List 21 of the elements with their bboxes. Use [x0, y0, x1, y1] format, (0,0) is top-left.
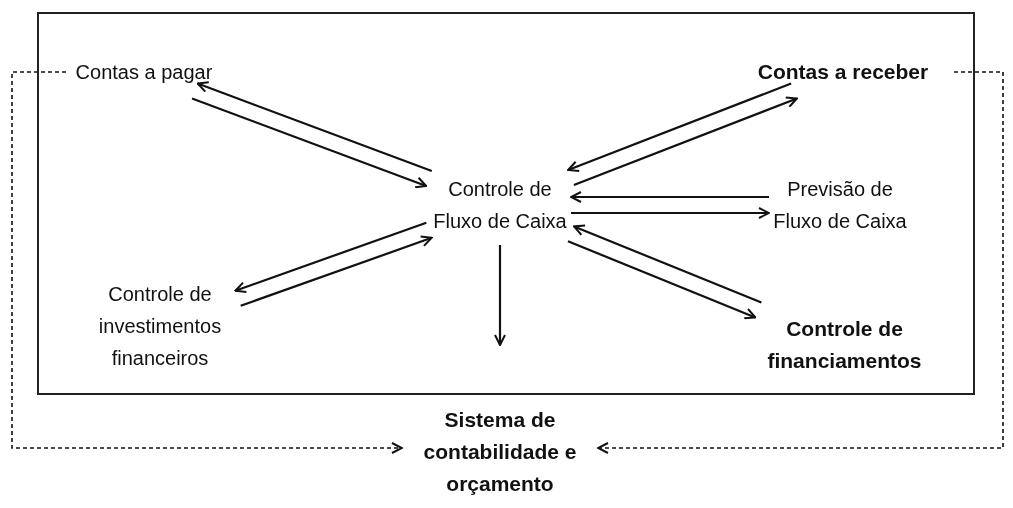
- arrow: [567, 240, 757, 320]
- arrow: [571, 207, 770, 219]
- node-label: Controle de financiamentos: [737, 313, 952, 377]
- node-label: Controle de investimentos financeiros: [85, 278, 235, 374]
- node-label: Contas a receber: [736, 56, 950, 88]
- dashed-arrow: [597, 71, 1004, 454]
- arrow: [573, 96, 798, 186]
- node-label: Controle de Fluxo de Caixa: [432, 173, 568, 237]
- arrow: [234, 221, 427, 294]
- arrow: [240, 235, 433, 307]
- frame-box: [37, 12, 975, 395]
- arrow: [494, 245, 506, 346]
- node-label: Contas a pagar: [70, 56, 218, 88]
- arrow: [573, 224, 762, 304]
- node-label: Sistema de contabilidade e orçamento: [405, 404, 595, 500]
- arrow: [570, 191, 769, 203]
- arrow: [191, 97, 428, 189]
- dashed-arrow: [11, 71, 403, 454]
- arrow: [196, 81, 433, 172]
- arrow: [567, 82, 792, 173]
- node-label: Previsão de Fluxo de Caixa: [772, 173, 908, 237]
